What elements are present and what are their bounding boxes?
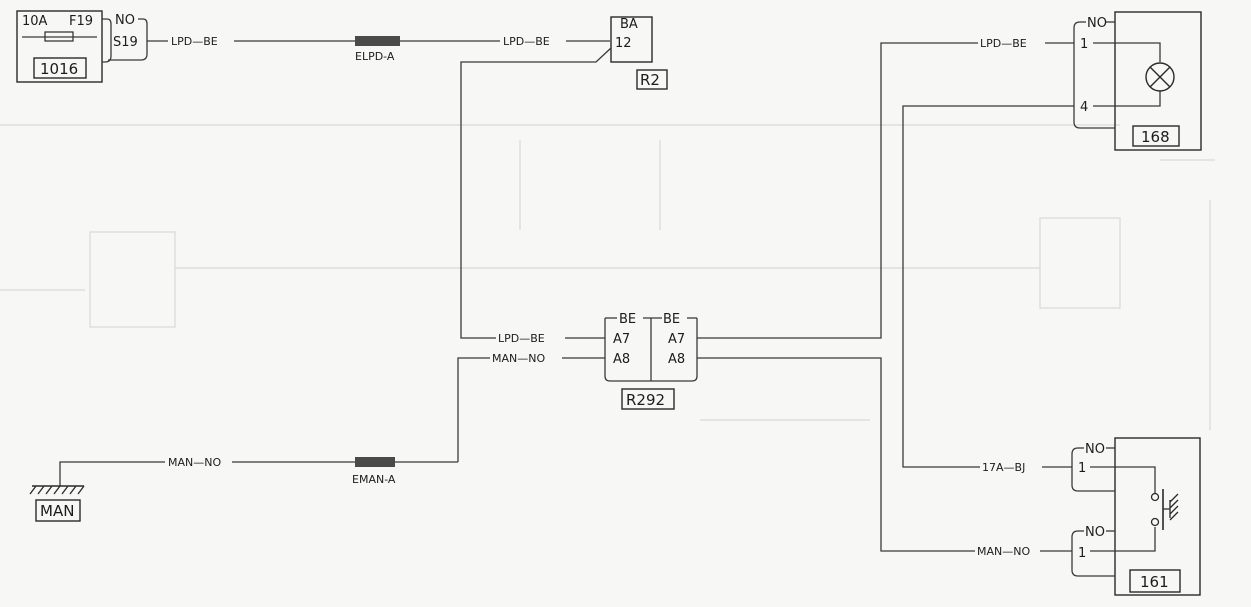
wire-ground-riser <box>59 461 165 486</box>
wire-label-man-no-3: MAN—NO <box>977 545 1030 558</box>
component-168: NO 1 4 168 <box>1073 11 1202 151</box>
connector-r292-id-box <box>621 388 675 410</box>
splice-eman-a <box>355 457 395 467</box>
component-168-id: 168 <box>1141 128 1170 146</box>
wire-r292-a8-to-161 <box>697 357 975 552</box>
component-168-color: NO <box>1087 16 1107 31</box>
component-168-frame <box>1114 11 1202 151</box>
component-161: NO 1 NO 1 161 <box>1071 437 1201 596</box>
fuse-box-1016: 10A F19 1016 NO S19 <box>16 10 148 83</box>
connector-r292: BE BE A7 A8 A7 A8 R292 <box>604 312 698 410</box>
wire-eman-to-r292 <box>457 357 490 462</box>
connector-r2-frame <box>610 16 653 63</box>
ground-icon <box>29 485 85 495</box>
component-161-frame <box>1114 437 1201 596</box>
wire-r292-a7-to-168 <box>697 42 978 339</box>
wire-label-man-no-1: MAN—NO <box>492 352 545 365</box>
component-161-internal-bottom <box>1090 527 1156 552</box>
splice-label-elpd-a: ELPD-A <box>355 50 395 63</box>
component-161-top-bracket <box>1071 447 1115 492</box>
fuse-rating: 10A <box>22 14 48 29</box>
connector-r292-right-color: BE <box>663 312 680 327</box>
component-168-pin-1: 1 <box>1080 37 1088 52</box>
ground-id-box <box>35 499 81 522</box>
wire-label-lpd-be-1: LPD—BE <box>171 35 218 48</box>
connector-r292-pin-a8-right: A8 <box>668 352 685 367</box>
component-161-id: 161 <box>1140 573 1169 591</box>
lamp-icon-cross-b <box>1149 66 1171 88</box>
component-168-pin-bracket <box>1073 21 1115 129</box>
component-161-bottom-bracket <box>1071 530 1115 577</box>
component-161-color-bottom: NO <box>1085 525 1105 540</box>
wire-label-lpd-be-3: LPD—BE <box>498 332 545 345</box>
fuse-component-id-box <box>33 57 87 79</box>
component-168-internal-bottom <box>1093 91 1161 107</box>
ground-man: MAN <box>29 461 165 522</box>
component-168-pin-4: 4 <box>1080 100 1088 115</box>
connector-r292-pin-a7-left: A7 <box>613 332 630 347</box>
component-161-internal-top <box>1090 466 1156 493</box>
connector-r292-left-color: BE <box>619 312 636 327</box>
connector-r292-id: R292 <box>626 391 665 409</box>
connector-r2-pin: 12 <box>615 36 632 51</box>
fuse-id: F19 <box>69 14 93 29</box>
fuse-pin-bracket-right <box>108 18 148 61</box>
fuse-pin-bracket <box>102 18 112 63</box>
wire-label-lpd-be-2: LPD—BE <box>503 35 550 48</box>
fuse-component-id: 1016 <box>40 60 78 78</box>
component-168-id-box <box>1132 125 1180 147</box>
wire-r2-to-r292 <box>460 47 612 339</box>
lamp-icon <box>1145 62 1175 92</box>
background-ghost-traces <box>0 124 1215 430</box>
switch-contact-bottom <box>1150 517 1160 527</box>
component-161-pin-top: 1 <box>1078 461 1086 476</box>
connector-r2: BA 12 R2 <box>610 16 668 90</box>
switch-contact-top <box>1150 492 1160 502</box>
fuse-pin-color: NO <box>115 13 135 28</box>
component-161-color-top: NO <box>1085 442 1105 457</box>
connector-r292-pin-a7-right: A7 <box>668 332 685 347</box>
connector-r2-id: R2 <box>640 71 660 89</box>
connector-r292-pin-a8-left: A8 <box>613 352 630 367</box>
wire-168-pin4-to-161 <box>902 105 1074 468</box>
ground-label: MAN <box>40 502 74 520</box>
connector-r2-id-box <box>636 69 668 90</box>
wire-label-lpd-be-4: LPD—BE <box>980 37 1027 50</box>
wire-label-17a-bj: 17A—BJ <box>982 461 1025 474</box>
splice-label-eman-a: EMAN-A <box>352 473 396 486</box>
component-161-id-box <box>1129 569 1181 593</box>
connector-r2-color: BA <box>620 17 638 32</box>
switch-ground-icon <box>1163 493 1179 521</box>
component-168-internal-top <box>1093 42 1161 62</box>
component-161-pin-bottom: 1 <box>1078 546 1086 561</box>
fuse-pin-number: S19 <box>113 35 138 50</box>
wire-label-man-no-2: MAN—NO <box>168 456 221 469</box>
splice-elpd-a <box>355 36 400 46</box>
fuse-box-frame <box>16 10 103 83</box>
